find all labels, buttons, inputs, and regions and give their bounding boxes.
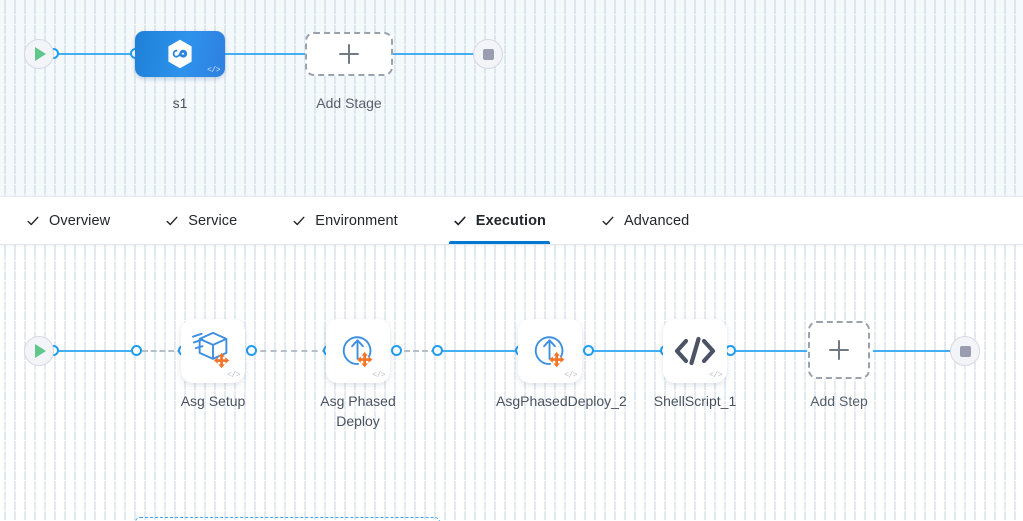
step-label-asg-setup: Asg Setup	[180, 393, 246, 409]
asg-setup-cube-icon	[191, 331, 230, 369]
tab-execution[interactable]: Execution	[448, 197, 551, 244]
stage-code-badge: </>	[207, 66, 220, 75]
stage-canvas[interactable]: </> s1 Add Stage	[0, 0, 1023, 196]
step-code-badge: </>	[227, 371, 240, 380]
asg-phased-deploy-right-connector[interactable]	[391, 345, 402, 356]
link-stage-to-addstage	[218, 53, 314, 55]
stop-icon	[959, 345, 971, 357]
link-start-to-stage	[52, 53, 144, 55]
link-asgphased2-to-shellscript	[588, 350, 666, 352]
plus-icon	[829, 340, 849, 360]
step-start-node[interactable]	[24, 336, 54, 366]
link-shellscript-to-addstep	[730, 350, 807, 352]
step-code-badge: </>	[564, 371, 577, 380]
tab-overview-label: Overview	[49, 212, 111, 229]
check-icon	[454, 215, 466, 225]
link-asgsetup-to-asgphased	[250, 350, 328, 352]
tab-advanced-label: Advanced	[624, 212, 690, 229]
group-entry-connector[interactable]	[131, 345, 142, 356]
plus-icon	[339, 44, 359, 64]
step-end-node[interactable]	[950, 336, 980, 366]
check-icon	[293, 216, 305, 225]
add-stage-label: Add Stage	[316, 95, 382, 111]
link-group-to-asgphased2	[441, 350, 521, 352]
four-way-arrow-badge	[549, 351, 565, 368]
asg-phased-deploy-2-right-connector[interactable]	[583, 345, 594, 356]
tab-overview[interactable]: Overview	[22, 197, 114, 244]
add-step-label: Add Step	[810, 393, 868, 409]
step-node-asg-phased-deploy-2[interactable]: </>	[518, 319, 582, 383]
stop-icon	[482, 48, 494, 60]
link-asgphased-to-groupexit	[395, 350, 437, 352]
check-icon	[602, 216, 614, 225]
link-addstage-to-end	[388, 53, 482, 55]
step-group-canary-deployment[interactable]	[135, 517, 440, 521]
step-node-asg-phased-deploy[interactable]: </>	[326, 319, 390, 383]
four-way-arrow-badge	[213, 352, 230, 369]
step-code-badge: </>	[709, 371, 722, 380]
tab-advanced[interactable]: Advanced	[597, 197, 693, 244]
link-start-to-group	[52, 350, 136, 352]
stage-start-node[interactable]	[24, 39, 54, 69]
tab-service[interactable]: Service	[161, 197, 241, 244]
add-stage-node[interactable]	[305, 32, 393, 76]
step-node-shellscript-1[interactable]: </>	[663, 319, 727, 383]
check-icon	[166, 216, 178, 225]
step-label-shellscript-1: ShellScript_1	[653, 393, 737, 409]
stage-config-tabs: Overview Service Environment Execution A…	[0, 196, 1023, 245]
deploy-hexagon-infinity-icon	[168, 39, 192, 69]
check-icon	[27, 216, 39, 225]
four-way-arrow-badge	[357, 351, 373, 368]
tab-environment-label: Environment	[315, 212, 398, 229]
tab-environment[interactable]: Environment	[288, 197, 402, 244]
play-icon	[35, 344, 46, 358]
link-addstep-to-end	[873, 350, 958, 352]
asg-phased-deploy-icon	[342, 336, 373, 368]
stage-end-node[interactable]	[473, 39, 503, 69]
execution-steps-canvas[interactable]: Canary Deployment	[0, 245, 1023, 521]
link-group-to-asgsetup	[142, 350, 183, 352]
step-label-asg-phased-deploy: Asg Phased Deploy	[320, 393, 396, 429]
group-exit-connector[interactable]	[432, 345, 443, 356]
step-node-asg-setup[interactable]: </>	[181, 319, 245, 383]
asg-setup-right-connector[interactable]	[246, 345, 257, 356]
play-icon	[35, 47, 46, 61]
stage-node-label: s1	[172, 95, 188, 111]
step-label-asg-phased-deploy-2: AsgPhasedDeploy_2	[496, 393, 627, 409]
stage-node-s1[interactable]: </>	[135, 31, 225, 77]
tab-service-label: Service	[188, 212, 238, 229]
add-step-node[interactable]	[808, 321, 870, 379]
code-brackets-icon	[674, 336, 716, 366]
asg-phased-deploy-icon	[534, 336, 565, 368]
step-code-badge: </>	[372, 371, 385, 380]
tab-execution-label: Execution	[475, 212, 546, 229]
